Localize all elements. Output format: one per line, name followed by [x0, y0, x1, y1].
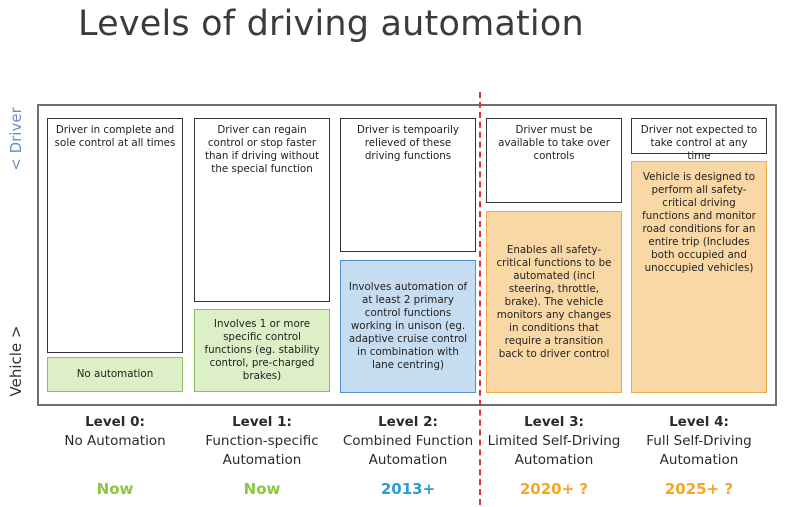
level-4-vehicle-box: Vehicle is designed to perform all safet…	[631, 161, 767, 393]
level-4-label: Level 4: Full Self-Driving Automation	[624, 413, 774, 470]
level-4-year: 2025+ ?	[664, 480, 734, 498]
level-0-driver-box: Driver in complete and sole control at a…	[47, 118, 183, 353]
level-2-year: 2013+	[380, 480, 436, 498]
level-1-driver-box: Driver can regain control or stop faster…	[194, 118, 330, 302]
level-4-name: Level 4:	[669, 414, 729, 430]
page-title: Levels of driving automation	[78, 4, 584, 44]
level-2-label: Level 2: Combined Function Automation	[333, 413, 483, 470]
driver-axis-text: < Driver	[7, 107, 25, 171]
level-0-name: Level 0:	[85, 414, 145, 430]
level-2-driver-box: Driver is tempoarily relieved of these d…	[340, 118, 476, 252]
vehicle-axis-text: Vehicle >	[7, 325, 25, 397]
level-2-vehicle-box: Involves automation of at least 2 primar…	[340, 260, 476, 393]
level-1-vehicle-box: Involves 1 or more specific control func…	[194, 309, 330, 392]
level-3-year: 2020+ ?	[519, 480, 589, 498]
level-3-desc: Limited Self-Driving Automation	[487, 433, 621, 468]
level-0-desc: No Automation	[64, 433, 166, 449]
level-4-desc: Full Self-Driving Automation	[646, 433, 752, 468]
level-3-vehicle-box: Enables all safety-critical functions to…	[486, 211, 622, 393]
level-4-driver-box: Driver not expected to take control at a…	[631, 118, 767, 162]
level-0-year: Now	[96, 480, 134, 498]
diagram-frame	[37, 104, 777, 406]
level-0-label: Level 0: No Automation	[40, 413, 190, 451]
level-2-name: Level 2:	[378, 414, 438, 430]
vehicle-axis-label: Vehicle >	[4, 318, 28, 404]
level-3-name: Level 3:	[524, 414, 584, 430]
level-1-desc: Function-specific Automation	[205, 433, 319, 468]
level-1-name: Level 1:	[232, 414, 292, 430]
level-1-year: Now	[243, 480, 281, 498]
level-2-desc: Combined Function Automation	[342, 433, 474, 468]
level-3-driver-box: Driver must be available to take over co…	[486, 118, 622, 203]
present-day-divider	[479, 92, 481, 505]
level-0-vehicle-box: No automation	[47, 357, 183, 392]
driver-axis-label: < Driver	[4, 106, 28, 172]
level-1-label: Level 1: Function-specific Automation	[187, 413, 337, 470]
level-3-label: Level 3: Limited Self-Driving Automation	[479, 413, 629, 470]
